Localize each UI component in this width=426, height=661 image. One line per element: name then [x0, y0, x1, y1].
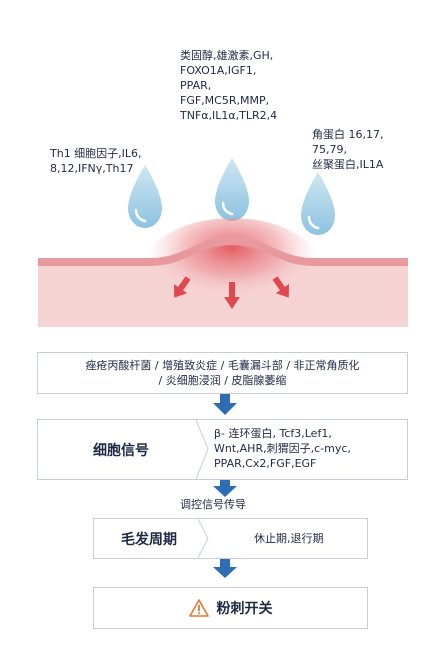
step-2-detail: β- 连环蛋白, Tcf3,Lef1, Wnt,AHR,刺猬因子,c-myc, …	[214, 427, 351, 470]
down-arrow-2-icon	[213, 480, 237, 497]
drop-right-icon	[301, 172, 335, 235]
flow-step-1-text: 痤疮丙酸杆菌 / 增殖致炎症 / 毛囊漏斗部 / 非正常角质化 / 炎细胞浸润 …	[85, 359, 360, 387]
step-3-detail: 休止期,退行期	[254, 532, 324, 545]
step-2-divider	[196, 420, 209, 479]
step-2-title-cell: 细胞信号	[38, 420, 204, 479]
down-arrow-1-icon	[213, 394, 237, 415]
skin-illustration	[38, 158, 408, 327]
flow-step-1-box: 痤疮丙酸杆菌 / 增殖致炎症 / 毛囊漏斗部 / 非正常角质化 / 炎细胞浸润 …	[37, 352, 408, 394]
flow-step-3-box: 毛发周期 休止期,退行期	[93, 518, 368, 559]
flow-step-4-box: 粉刺开关	[93, 587, 368, 629]
drop-center-icon	[215, 158, 249, 221]
step-3-divider	[198, 519, 209, 558]
arrow-center-icon	[224, 282, 240, 309]
right-label: 角蛋白 16,17, 75,79, 丝聚蛋白,IL1A	[312, 128, 384, 171]
drop-left-icon	[128, 165, 162, 228]
left-label: Th1 细胞因子,IL6, 8,12,IFNγ,Th17	[50, 147, 142, 175]
down-arrow-3-icon	[213, 559, 237, 578]
step-2-title: 细胞信号	[93, 442, 149, 459]
step-4-title: 粉刺开关	[216, 601, 273, 617]
flow-step-2-box: 细胞信号 β- 连环蛋白, Tcf3,Lef1, Wnt,AHR,刺猬因子,c-…	[37, 419, 408, 480]
arrow-left-icon	[173, 276, 191, 298]
inflammation-area	[144, 218, 320, 318]
warning-icon	[188, 599, 209, 617]
arrow-right-icon	[272, 276, 290, 298]
step-3-title: 毛发周期	[121, 531, 177, 548]
skin-surface	[38, 236, 408, 266]
connector-label: 调控信号传导	[180, 498, 246, 511]
inflammation-arrows	[173, 276, 290, 309]
top-center-label: 类固醇,雄激素,GH, FOXO1A,IGF1, PPAR, FGF,MC5R,…	[180, 49, 278, 122]
